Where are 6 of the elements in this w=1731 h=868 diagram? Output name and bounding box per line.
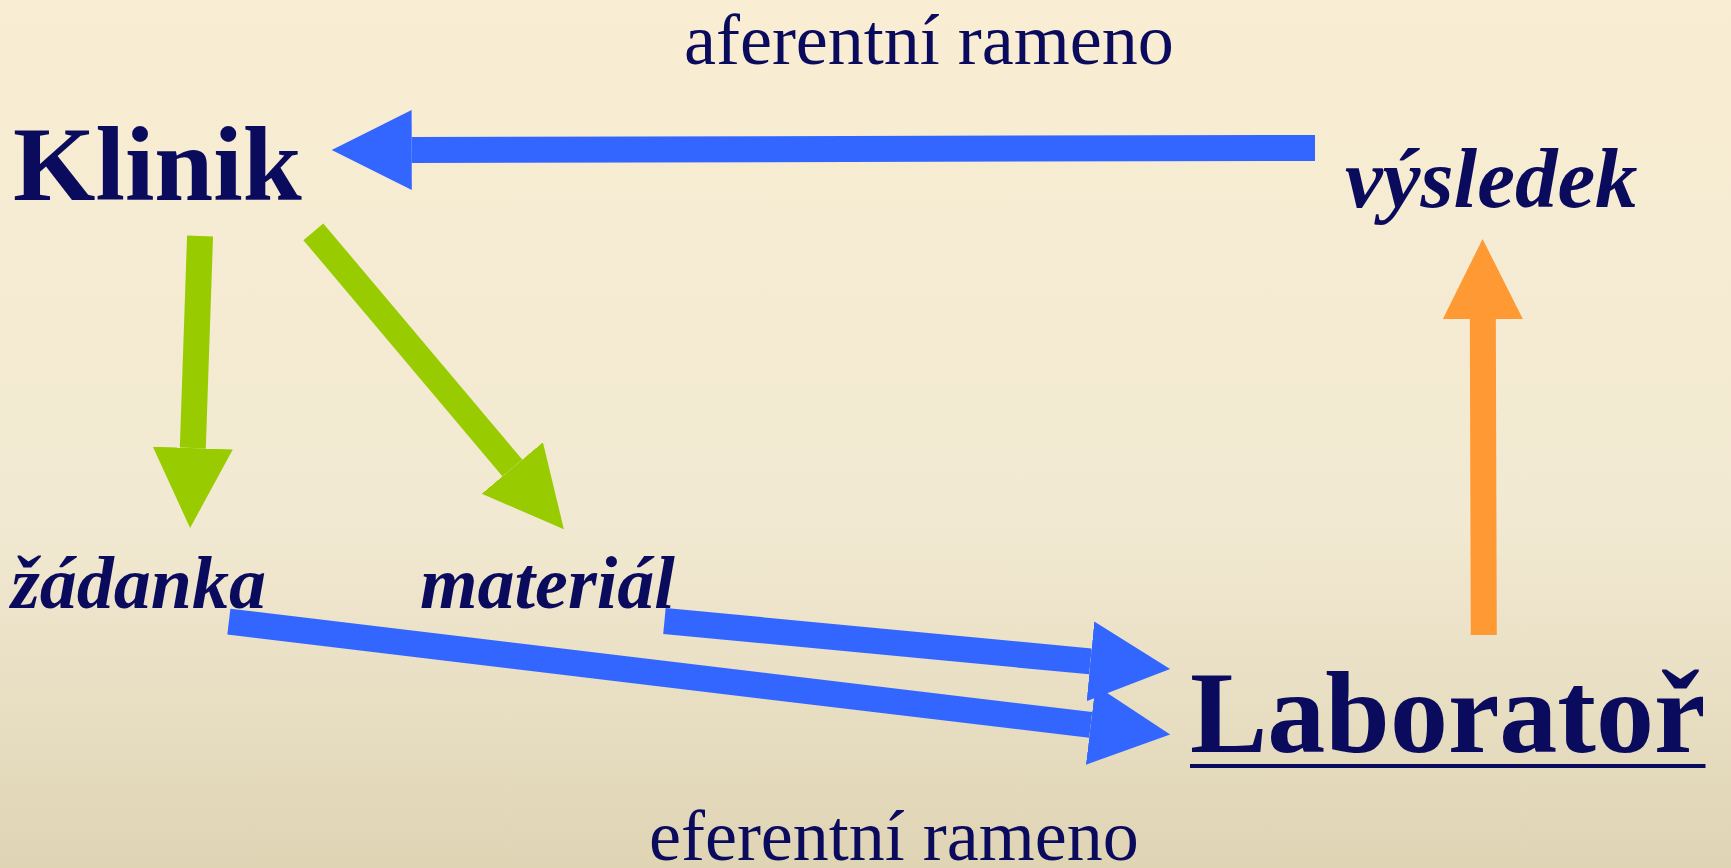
node-label: Laboratoř <box>1190 655 1706 787</box>
node-label: Klinik <box>13 112 302 218</box>
node-label: žádanka <box>11 546 266 620</box>
arm-label: aferentní rameno <box>684 4 1174 76</box>
node-label: materiál <box>420 546 675 620</box>
arm-label: eferentní rameno <box>649 800 1139 868</box>
